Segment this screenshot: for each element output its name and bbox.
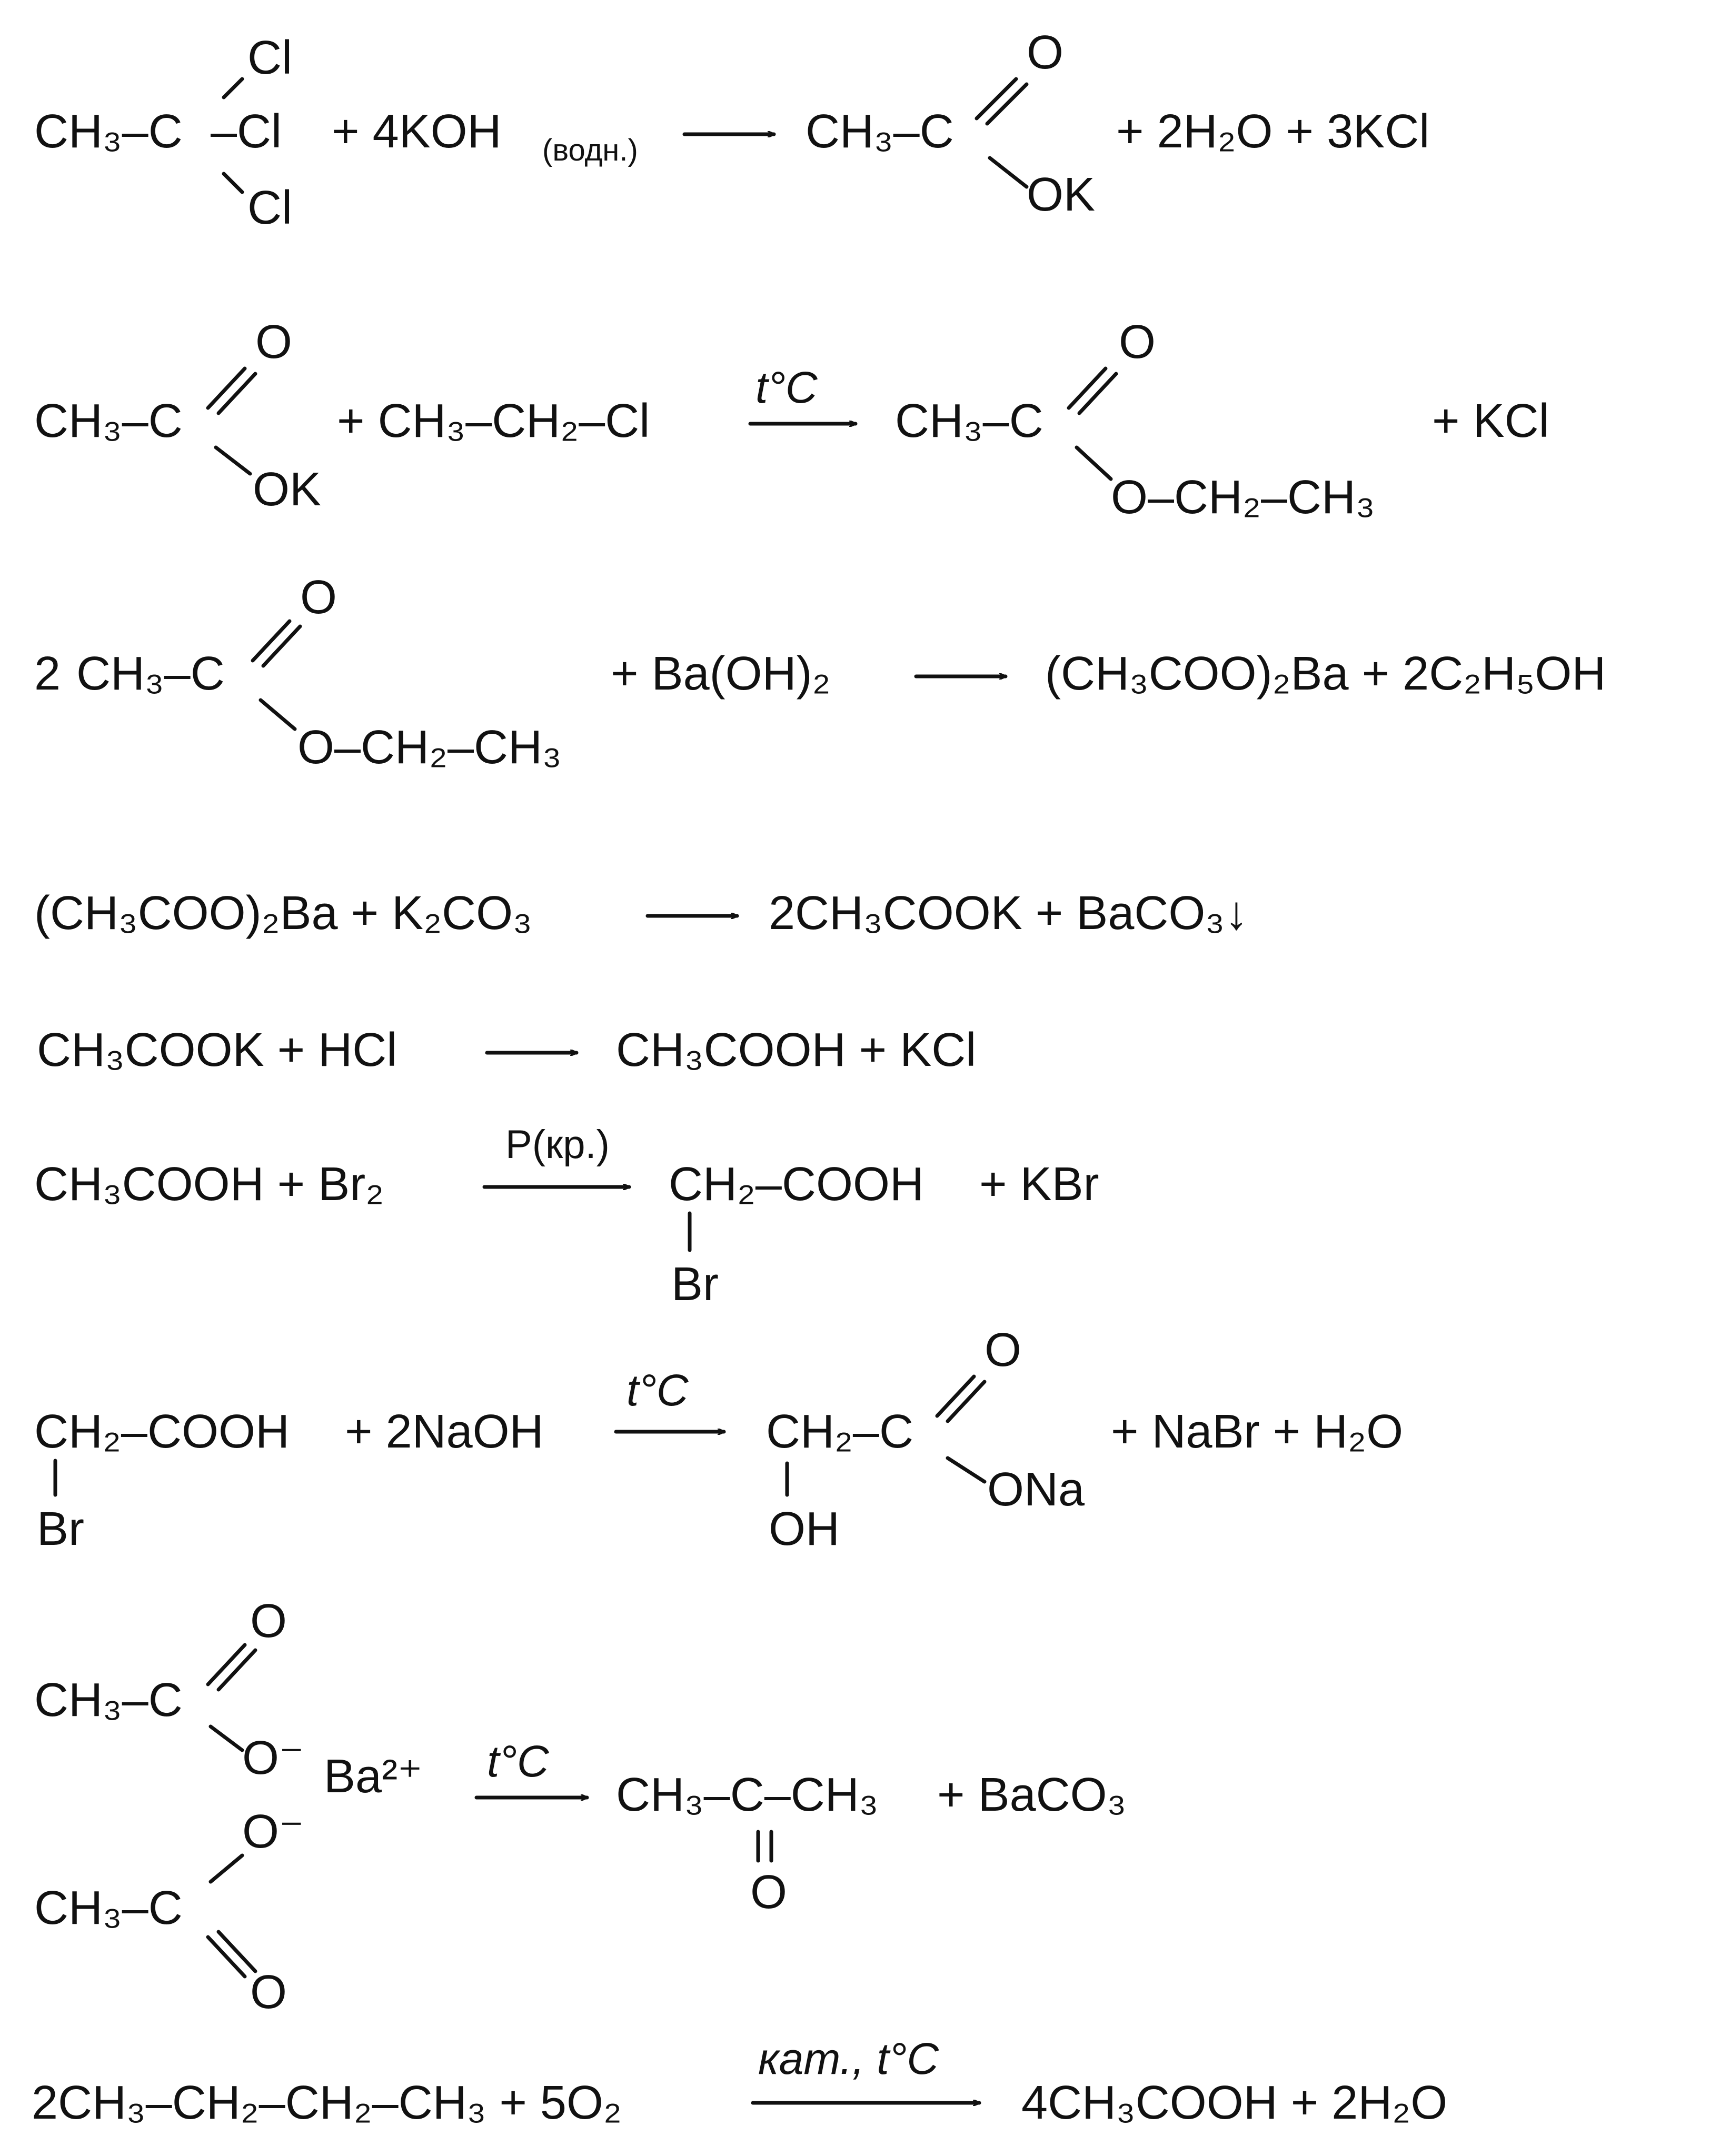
r7-condition: t°C [627,1365,689,1415]
r2-product: CH₃–C [895,395,1043,447]
r2-reactant-o: O [255,316,292,368]
r3-products: (CH₃COO)₂Ba + 2C₂H₅OH [1045,647,1606,700]
r2-reactant-ok: OK [253,463,321,516]
r8-top-reactant: CH₃–C [34,1674,183,1726]
reaction-3: 2 CH₃–C O O–CH₂–CH₃ + Ba(OH)₂ (CH₃COO)₂B… [34,571,1606,774]
r9-condition: кат., t°C [758,2034,939,2083]
bond [222,172,244,194]
r2-product-ester: O–CH₂–CH₃ [1111,471,1375,524]
r8-top-o: O [250,1595,287,1648]
double-bond [206,1643,247,1686]
r5-lhs: CH₃COOK + HCl [37,1024,397,1076]
r2-reactant: CH₃–C [34,395,183,447]
r1-cl-mid: –Cl [211,105,282,158]
r2-condition: t°C [755,363,818,412]
r8-condition: t°C [487,1736,550,1786]
double-bond [261,624,302,668]
r7-byproducts: + NaBr + H₂O [1111,1405,1403,1458]
double-bond [985,82,1029,126]
r7-reagent: + 2NaOH [345,1405,544,1458]
reaction-6: CH₃COOH + Br₂ P(кр.) CH₂–COOH Br + KBr [34,1122,1099,1311]
double-bond [216,1930,257,1973]
r2-reagent: + CH₃–CH₂–Cl [337,395,650,447]
r1-product-ok: OK [1027,168,1095,221]
r7-product: CH₂–C [766,1405,913,1458]
bond [946,1456,987,1484]
bond [208,1724,244,1752]
r5-rhs: CH₃COOH + KCl [616,1024,976,1076]
r1-cl-bottom: Cl [247,182,292,234]
bond [222,77,244,99]
r6-product: CH₂–COOH [669,1158,924,1211]
r6-byproduct: + KBr [979,1158,1099,1211]
r9-lhs: 2CH₃–CH₂–CH₂–CH₃ + 5O₂ [32,2077,622,2129]
r7-product-o: O [985,1324,1021,1376]
double-bond [216,372,257,415]
r3-reactant: CH₃–C [76,647,225,700]
r7-reactant-br: Br [37,1503,84,1555]
r1-reactant: CH₃–C [34,105,183,158]
double-bond [946,1380,987,1423]
r8-byproduct: + BaCO₃ [937,1769,1126,1821]
r3-coef: 2 [34,647,61,700]
double-bond [206,366,247,410]
r2-product-o: O [1119,316,1156,368]
double-bond [251,619,292,663]
double-bond [206,1935,247,1979]
reaction-4: (CH₃COO)₂Ba + K₂CO₃ 2CH₃COOK + BaCO₃↓ [34,887,1248,940]
r9-rhs: 4CH₃COOH + 2H₂O [1021,2077,1447,2129]
reaction-1: CH₃–C Cl –Cl Cl + 4KOH (водн.) CH₃–C O O… [34,26,1429,234]
r1-product-o: O [1027,26,1063,79]
bond [258,698,297,731]
reaction-9: 2CH₃–CH₂–CH₂–CH₃ + 5O₂ кат., t°C 4CH₃COO… [32,2034,1447,2129]
r1-reagent: + 4KOH [332,105,502,158]
double-bond [975,77,1018,121]
r8-product-o: O [750,1866,787,1919]
reaction-5: CH₃COOK + HCl CH₃COOH + KCl [37,1024,976,1076]
reaction-8: CH₃–C O O⁻ Ba²⁺ O⁻ CH₃–C O t°C CH₃–C–CH₃… [34,1595,1126,2019]
r8-bot-o: O [250,1966,287,2019]
bond [1075,445,1113,481]
bond [988,156,1029,189]
r1-product: CH₃–C [806,105,954,158]
r3-reactant-ester: O–CH₂–CH₃ [297,721,562,774]
r4-rhs: 2CH₃COOK + BaCO₃↓ [769,887,1248,940]
reaction-7: CH₂–COOH Br + 2NaOH t°C CH₂–C OH O ONa +… [34,1324,1403,1555]
r8-bot-reactant: CH₃–C [34,1882,183,1934]
r8-bot-ominus: O⁻ [242,1805,304,1858]
bond [208,1853,244,1884]
r8-product: CH₃–C–CH₃ [616,1769,878,1821]
r7-reactant: CH₂–COOH [34,1405,290,1458]
double-bond [935,1374,976,1418]
r2-byproduct: + KCl [1432,395,1549,447]
r6-lhs: CH₃COOH + Br₂ [34,1158,384,1211]
r3-reagent: + Ba(OH)₂ [611,647,831,700]
r1-byproducts: + 2H₂O + 3KCl [1116,105,1429,158]
r3-reactant-o: O [300,571,337,624]
r8-barium: Ba²⁺ [324,1750,423,1803]
bond [214,445,252,476]
r8-top-ominus: O⁻ [242,1732,304,1784]
r1-cl-top: Cl [247,32,292,84]
r7-product-oh: OH [769,1503,840,1555]
r6-product-br: Br [671,1258,719,1311]
r1-condition: (водн.) [542,133,638,167]
reaction-2: CH₃–C O OK + CH₃–CH₂–Cl t°C CH₃–C O O–CH… [34,316,1549,524]
r6-condition: P(кр.) [505,1122,610,1167]
double-bond [216,1648,257,1692]
r4-lhs: (CH₃COO)₂Ba + K₂CO₃ [34,887,532,940]
r7-product-ona: ONa [987,1463,1085,1516]
double-bond [1077,372,1118,415]
double-bond [1067,366,1108,410]
